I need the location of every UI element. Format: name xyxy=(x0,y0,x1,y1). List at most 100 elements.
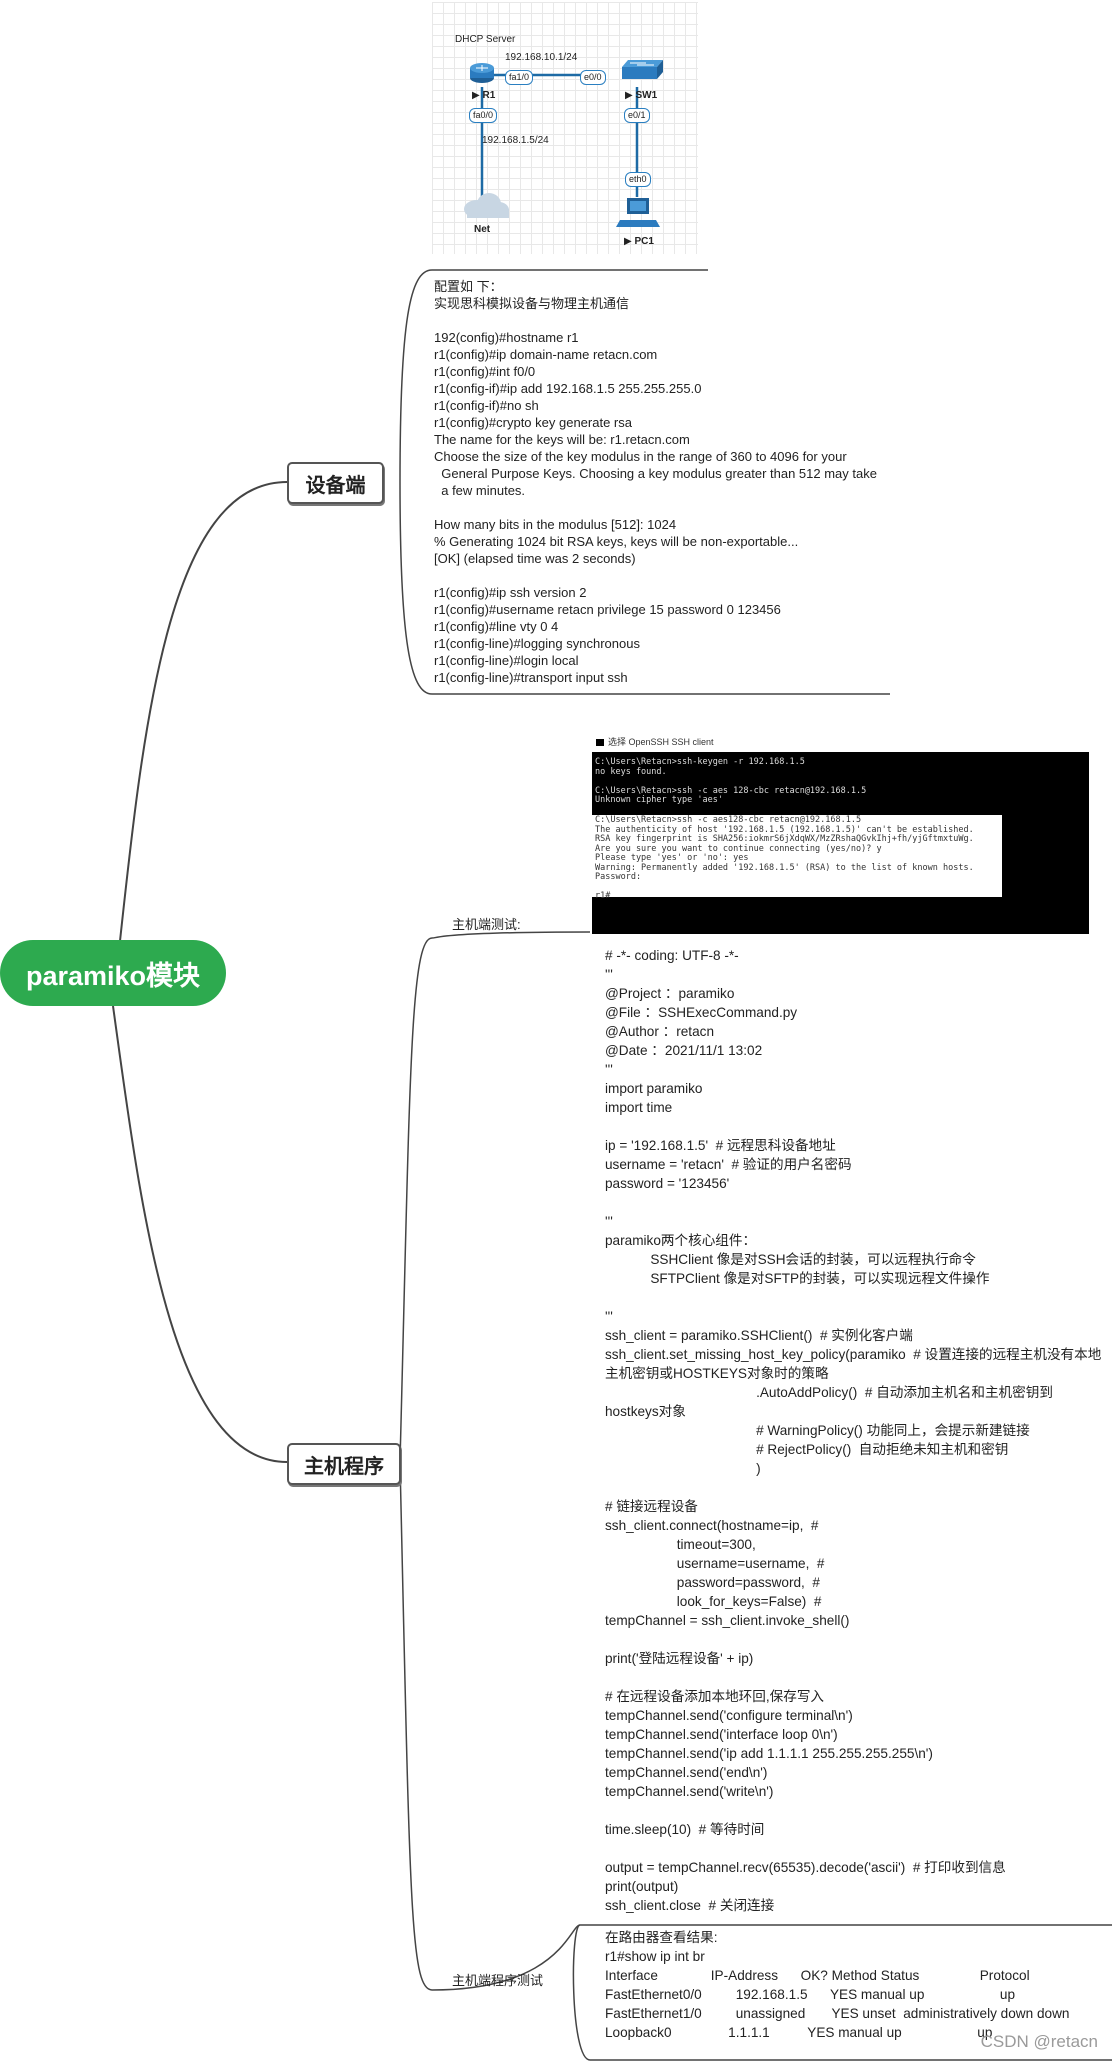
code-line: ''' xyxy=(605,1062,613,1077)
sw1-label: ▶ SW1 xyxy=(625,90,658,101)
network-topology: DHCP Server 192.168.10.1/24 192.168.1.5/… xyxy=(432,2,698,254)
terminal-line: r1# xyxy=(595,891,611,901)
code-line: ''' xyxy=(605,1214,613,1229)
code-line: # 链接远程设备 xyxy=(605,1499,698,1514)
code-line: tempChannel.send('configure terminal\n') xyxy=(605,1708,853,1723)
result-line: Loopback0 1.1.1.1 YES manual up up xyxy=(605,2025,993,2040)
config-line xyxy=(434,567,877,584)
code-line: SSHClient 像是对SSH会话的封装，可以远程执行命令 xyxy=(605,1252,976,1267)
code-line: tempChannel.send('ip add 1.1.1.1 255.255… xyxy=(605,1746,933,1761)
terminal-icon xyxy=(596,739,604,747)
ip-left-label: 192.168.1.5/24 xyxy=(482,135,549,146)
code-line: @Author ：retacn xyxy=(605,1024,715,1039)
config-line xyxy=(434,312,877,329)
code-line: import time xyxy=(605,1100,673,1115)
device-config-block: 配置如 下：实现思科模拟设备与物理主机通信 192(config)#hostna… xyxy=(434,278,877,686)
config-line: r1(config)#ip domain-name retacn.com xyxy=(434,347,658,362)
code-line: ssh_client.set_missing_host_key_policy(p… xyxy=(605,1347,1102,1362)
code-line xyxy=(605,1478,1101,1497)
code-line xyxy=(605,1668,1101,1687)
code-line: @File ：SSHExecCommand.py xyxy=(605,1005,798,1020)
result-line: FastEthernet0/0 192.168.1.5 YES manual u… xyxy=(605,1987,1016,2002)
connector-device-bottom xyxy=(399,481,890,695)
port-e0-1: e0/1 xyxy=(624,108,650,123)
port-fa0-0: fa0/0 xyxy=(469,108,498,123)
config-line: r1(config-line)#transport input ssh xyxy=(434,670,628,685)
host-prog-test-label: 主机端程序测试 xyxy=(452,1973,544,1988)
code-line: ssh_client = paramiko.SSHClient() # 实例化客… xyxy=(605,1328,913,1343)
code-line xyxy=(605,1801,1101,1820)
net-label: Net xyxy=(474,224,491,235)
code-line: 主机密钥或HOSTKEYS对象时的策略 xyxy=(605,1366,829,1381)
code-line: @Project ：paramiko xyxy=(605,986,735,1001)
result-line: FastEthernet1/0 unassigned YES unset adm… xyxy=(605,2006,1070,2021)
topology-drawing xyxy=(464,60,663,227)
code-line: import paramiko xyxy=(605,1081,703,1096)
terminal-titlebar: 选择 OpenSSH SSH client xyxy=(592,732,1089,752)
code-line: ''' xyxy=(605,1309,613,1324)
connector-root-host xyxy=(112,1005,288,1463)
code-line: ) xyxy=(605,1461,761,1476)
code-line xyxy=(605,1630,1101,1649)
ip-top-label: 192.168.10.1/24 xyxy=(505,52,578,63)
r1-label: ▶ R1 xyxy=(472,90,496,101)
code-line: tempChannel.send('interface loop 0\n') xyxy=(605,1727,838,1742)
root-label: paramiko模块 xyxy=(25,960,201,991)
code-line: paramiko两个核心组件： xyxy=(605,1233,757,1248)
config-line: r1(config-if)#ip add 192.168.1.5 255.255… xyxy=(434,381,702,396)
config-line: r1(config-line)#logging synchronous xyxy=(434,636,640,651)
branch-device[interactable]: 设备端 xyxy=(287,462,384,504)
config-line: How many bits in the modulus [512]: 1024 xyxy=(434,517,677,532)
code-line: # WarningPolicy() 功能同上，会提示新建链接 xyxy=(605,1423,1030,1438)
code-line: ssh_client.connect(hostname=ip, # xyxy=(605,1518,819,1533)
port-e0-0: e0/0 xyxy=(580,70,606,85)
code-line: .AutoAddPolicy() # 自动添加主机名和主机密钥到 xyxy=(605,1385,1053,1400)
code-line: tempChannel.send('write\n') xyxy=(605,1784,774,1799)
terminal-window: C:\Users\Retacn>ssh-keygen -r 192.168.1.… xyxy=(592,732,1089,934)
code-line: ssh_client.close # 关闭连接 xyxy=(605,1898,775,1913)
code-line: tempChannel.send('end\n') xyxy=(605,1765,768,1780)
config-line: % Generating 1024 bit RSA keys, keys wil… xyxy=(434,534,799,549)
code-line: password = '123456' xyxy=(605,1176,730,1191)
code-line: username = 'retacn' # 验证的用户名密码 xyxy=(605,1157,852,1172)
config-line: r1(config-line)#login local xyxy=(434,653,579,668)
code-line: tempChannel = ssh_client.invoke_shell() xyxy=(605,1613,850,1628)
branch-host[interactable]: 主机程序 xyxy=(287,1443,401,1485)
cloud-icon xyxy=(464,193,509,218)
code-line xyxy=(605,1288,1101,1307)
code-line xyxy=(605,1839,1101,1858)
code-line: look_for_keys=False) # xyxy=(605,1594,822,1609)
code-line: password=password, # xyxy=(605,1575,820,1590)
code-line: output = tempChannel.recv(65535).decode(… xyxy=(605,1860,1006,1875)
config-line: Choose the size of the key modulus in th… xyxy=(434,449,847,464)
code-line xyxy=(605,1117,1101,1136)
config-line: r1(config)#ip ssh version 2 xyxy=(434,585,587,600)
connector-root-device xyxy=(112,481,288,1007)
terminal-line: C:\Users\Retacn>ssh-keygen -r 192.168.1.… xyxy=(595,757,805,767)
code-line: username=username, # xyxy=(605,1556,825,1571)
terminal-line: no keys found. xyxy=(595,766,667,777)
terminal-line: The authenticity of host '192.168.1.5 (1… xyxy=(595,824,974,835)
code-line xyxy=(605,1193,1101,1212)
config-line: r1(config)#int f0/0 xyxy=(434,364,536,379)
code-line: hostkeys对象 xyxy=(605,1404,686,1419)
branch-host-label: 主机程序 xyxy=(304,1455,384,1478)
config-line: r1(config-if)#no sh xyxy=(434,398,539,413)
config-line xyxy=(434,499,877,516)
code-line: @Date ：2021/11/1 13:02 xyxy=(605,1043,763,1058)
terminal-line: RSA key fingerprint is SHA256:iokmrS6jXd… xyxy=(595,834,974,844)
port-fa1-0: fa1/0 xyxy=(505,70,534,85)
code-line: SFTPClient 像是对SFTP的封装，可以实现远程文件操作 xyxy=(605,1271,990,1286)
code-line: # 在远程设备添加本地环回,保存写入 xyxy=(605,1689,825,1704)
dhcp-server-label: DHCP Server xyxy=(455,34,516,45)
port-eth0: eth0 xyxy=(625,172,651,187)
terminal-title: 选择 OpenSSH SSH client xyxy=(608,737,714,747)
config-line: General Purpose Keys. Choosing a key mod… xyxy=(434,466,877,481)
code-line: print('登陆远程设备' + ip) xyxy=(605,1651,754,1666)
root-node[interactable]: paramiko模块 xyxy=(0,940,226,1006)
branch-device-label: 设备端 xyxy=(305,474,366,497)
config-line: r1(config)#crypto key generate rsa xyxy=(434,415,632,430)
config-line: 192(config)#hostname r1 xyxy=(434,330,579,345)
